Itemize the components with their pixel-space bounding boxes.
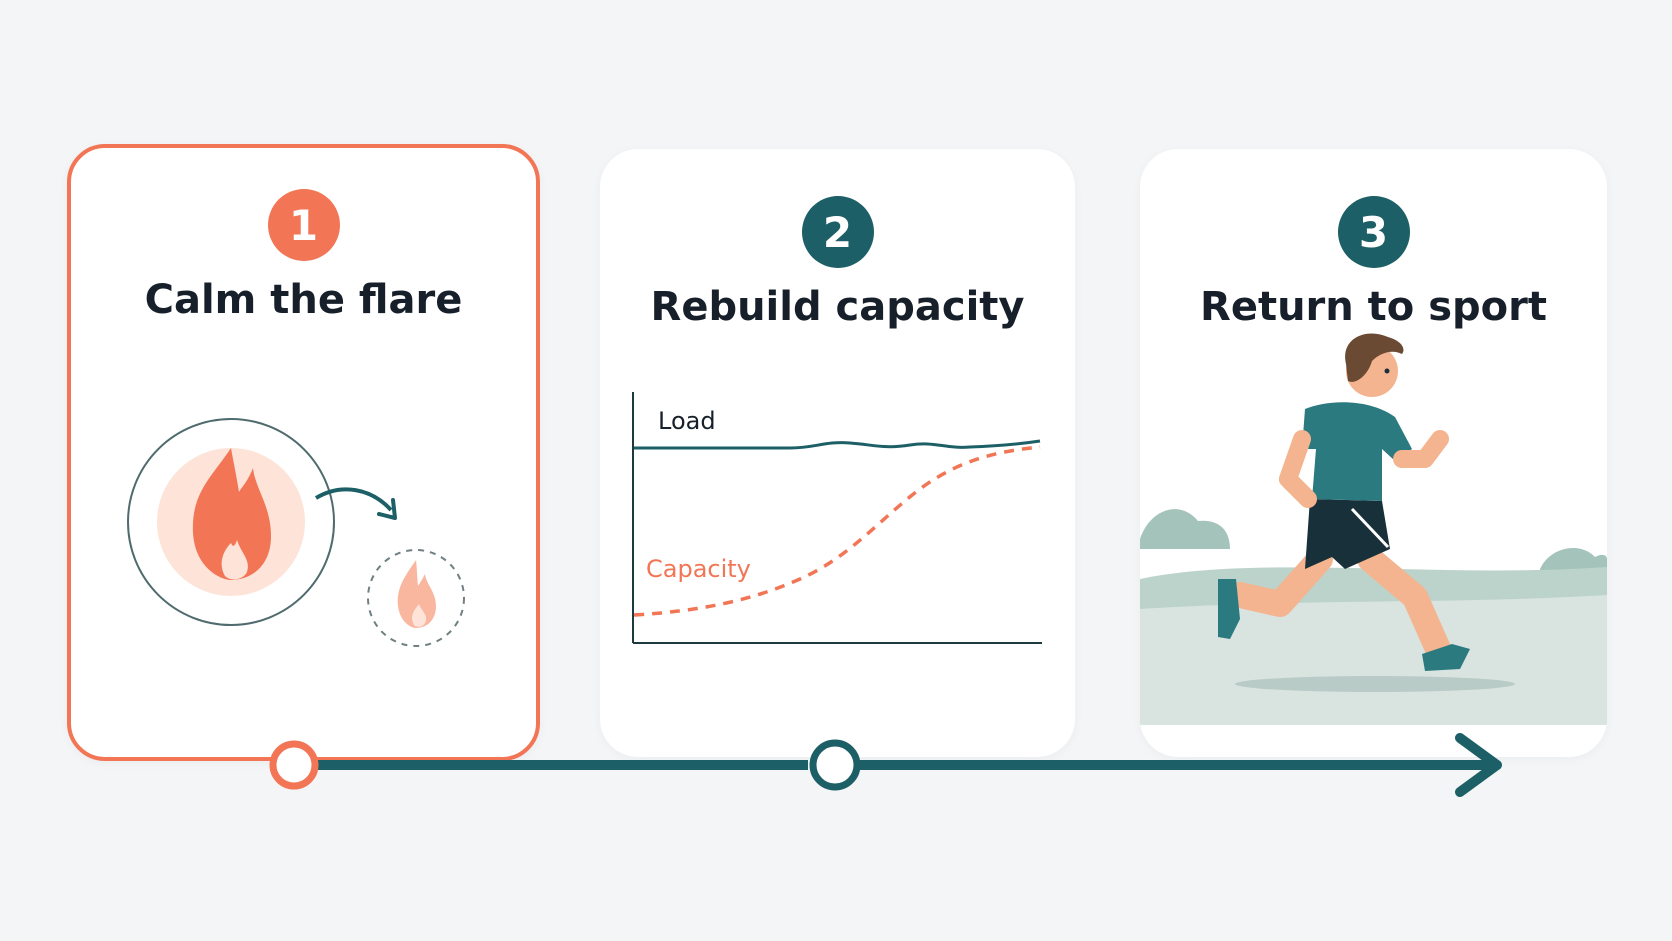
timeline-arrow-icon xyxy=(1455,733,1502,797)
step-card-3[interactable]: 3 Return to sport xyxy=(1140,149,1607,757)
step-number-badge: 1 xyxy=(267,189,340,261)
load-label: Load xyxy=(658,407,716,435)
load-capacity-chart: Load Capacity xyxy=(632,392,1042,644)
timeline-node-1 xyxy=(269,740,319,790)
step-card-1[interactable]: 1 Calm the flare xyxy=(67,144,540,761)
runner-illustration xyxy=(1140,333,1607,725)
flame-shrinking-icon xyxy=(127,418,465,647)
step-card-2[interactable]: 2 Rebuild capacity Load Capacity xyxy=(600,149,1075,757)
step-title: Calm the flare xyxy=(144,277,463,323)
capacity-line xyxy=(633,445,1041,617)
capacity-label: Capacity xyxy=(646,555,751,583)
step-title: Return to sport xyxy=(1200,284,1547,330)
step-number-badge: 3 xyxy=(1337,196,1410,268)
timeline-node-2 xyxy=(809,739,861,791)
load-line xyxy=(634,439,1041,450)
step-title: Rebuild capacity xyxy=(650,284,1025,330)
step-number-badge: 2 xyxy=(801,196,874,268)
